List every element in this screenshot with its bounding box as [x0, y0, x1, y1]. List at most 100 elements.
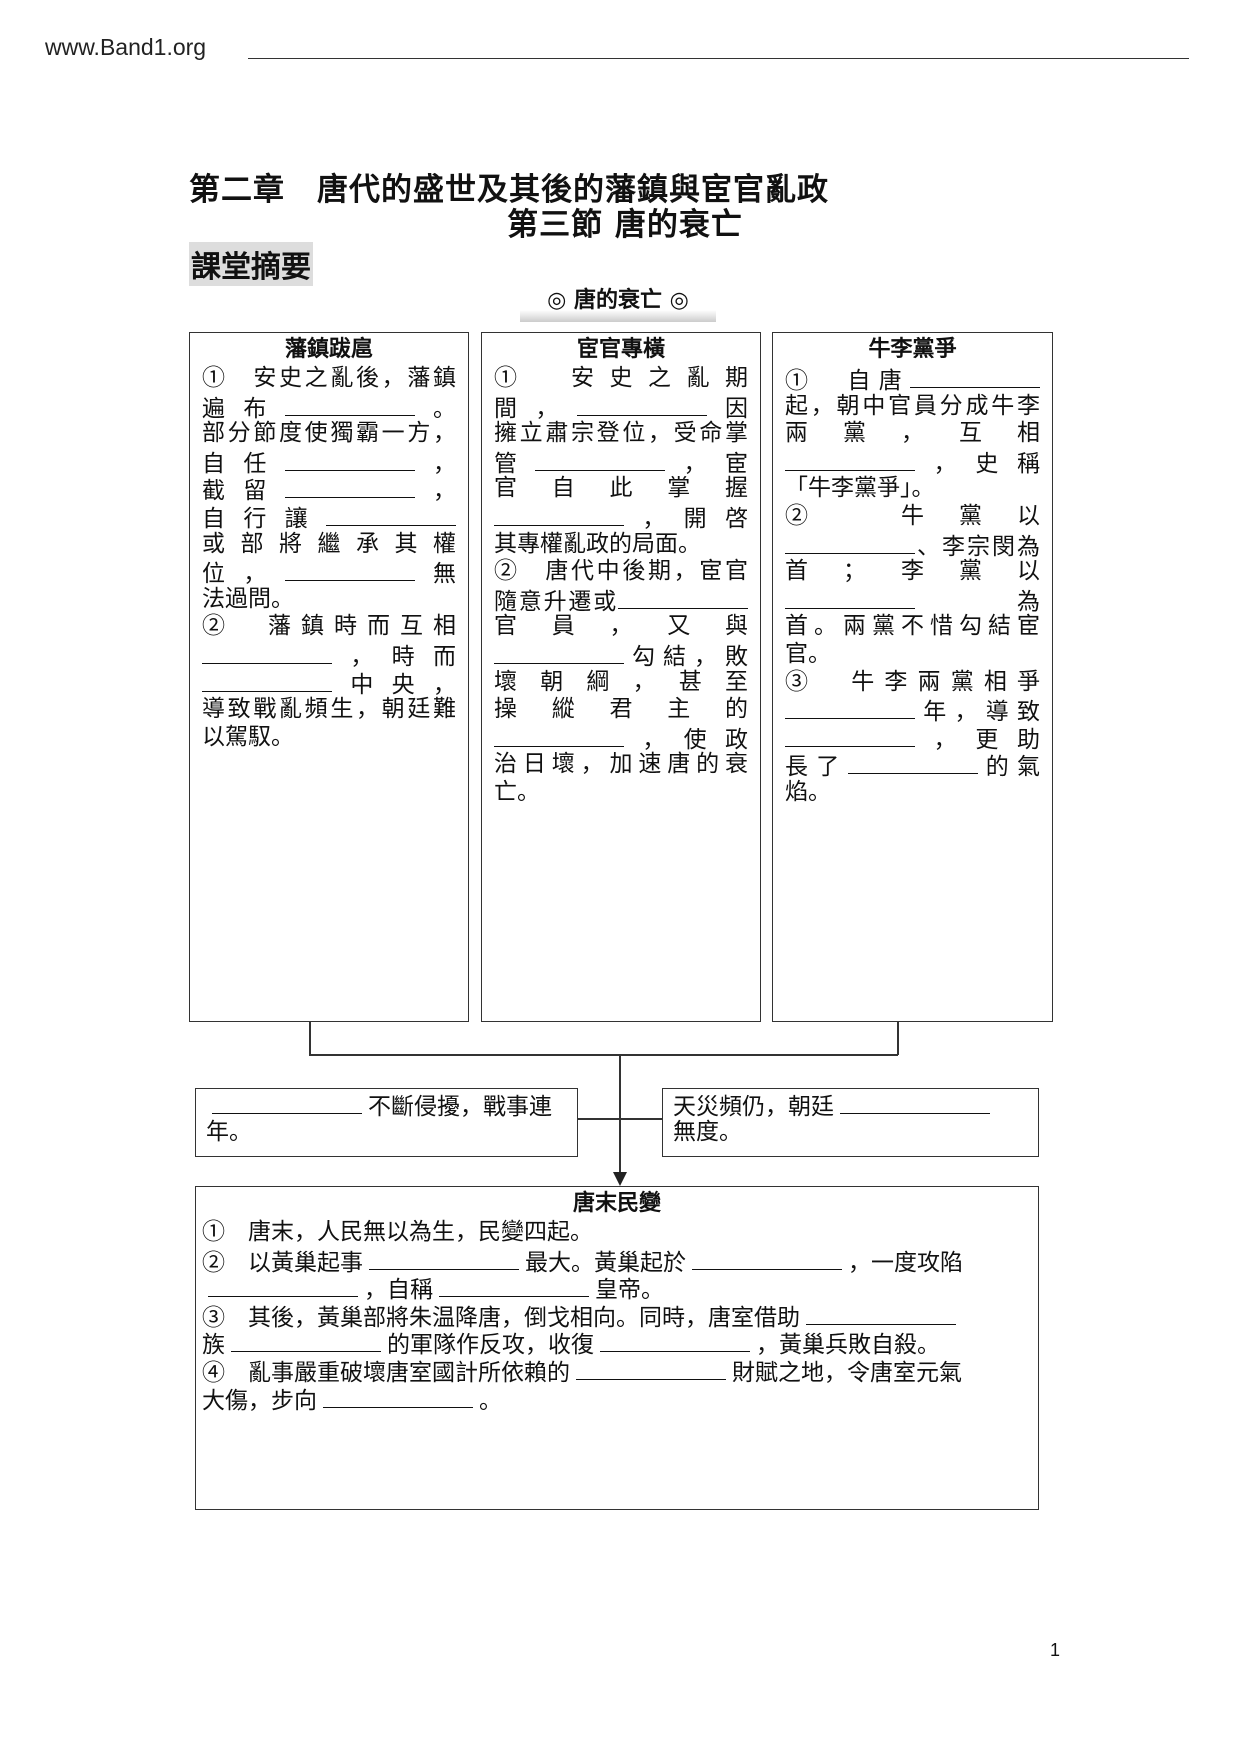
header-rule — [248, 58, 1189, 59]
text-line: ② 唐代中後期，宦官 — [494, 558, 748, 586]
text-segment: 官自此掌握 — [494, 475, 748, 502]
text-segment: 或部將繼承其權 — [202, 530, 456, 557]
box-title: 牛李黨爭 — [868, 337, 957, 362]
text-line: 其專權亂政的局面。 — [494, 531, 748, 559]
text-line: 大傷，步向。 — [202, 1385, 1032, 1414]
fill-in-blank[interactable] — [910, 365, 1040, 388]
text-segment: ② 牛黨以 — [785, 502, 1040, 529]
fill-in-blank[interactable] — [785, 448, 915, 471]
fill-in-blank[interactable] — [323, 1385, 473, 1408]
text-segment: 焰。 — [785, 778, 831, 805]
text-line: 官自此掌握 — [494, 475, 748, 503]
site-url: www.Band1.org — [45, 34, 207, 60]
fill-in-blank[interactable] — [785, 531, 915, 554]
fill-in-blank[interactable] — [618, 586, 748, 609]
fill-in-blank[interactable] — [576, 1357, 726, 1380]
fill-in-blank[interactable] — [439, 1274, 589, 1298]
fill-in-blank[interactable] — [284, 558, 415, 582]
text-segment: 。 — [414, 395, 457, 422]
fill-in-blank[interactable] — [326, 503, 456, 526]
text-segment: ，使政 — [624, 726, 748, 753]
fill-in-blank[interactable] — [284, 393, 415, 416]
fill-in-blank[interactable] — [806, 1302, 956, 1325]
text-line: ③ 牛李兩黨相爭 — [785, 669, 1040, 697]
box-content: 不斷侵擾，戰事連年。 — [206, 1091, 567, 1146]
text-line: 法過問。 — [202, 586, 456, 614]
text-segment: ④ 亂事嚴重破壞唐室國計所依賴的 — [202, 1359, 570, 1386]
fill-in-blank[interactable] — [202, 641, 332, 664]
text-line: ① 自唐 — [785, 365, 1040, 394]
fill-in-blank[interactable] — [535, 448, 666, 471]
fill-in-blank[interactable] — [576, 393, 707, 416]
text-segment: 皇帝。 — [595, 1277, 664, 1304]
fill-in-blank[interactable] — [369, 1247, 519, 1270]
fill-in-blank[interactable] — [600, 1329, 750, 1353]
fill-in-blank[interactable] — [212, 1091, 362, 1114]
box-content: ① 安史之亂期間，因擁立肅宗登位，受命掌管，宦官自此掌握，開啓其專權亂政的局面。… — [494, 365, 748, 807]
fill-in-blank[interactable] — [785, 724, 915, 747]
text-line: 勾結，敗 — [494, 641, 748, 670]
text-line: ，開啓 — [494, 503, 748, 532]
box-content: ① 唐末，人民無以為生，民變四起。② 以黃巢起事最大。黃巢起於，一度攻陷，自稱 皇… — [202, 1219, 1032, 1414]
text-segment: ，一度攻陷 — [848, 1249, 963, 1276]
text-segment: 位， — [202, 561, 285, 588]
text-segment: 以駕馭。 — [202, 723, 294, 750]
fill-in-blank[interactable] — [785, 696, 915, 720]
text-segment: ，開啓 — [624, 505, 748, 532]
text-segment: 為 — [915, 588, 1040, 615]
text-segment: 天災頻仍，朝廷 — [673, 1094, 834, 1120]
connector-line — [309, 1022, 311, 1055]
text-segment: 截留 — [202, 478, 285, 505]
fill-in-blank[interactable] — [494, 503, 624, 526]
text-line: ② 以黃巢起事最大。黃巢起於，一度攻陷 — [202, 1247, 1032, 1276]
text-line: 族的軍隊作反攻，收復，黃巢兵敗自殺。 — [202, 1329, 1032, 1359]
text-segment: ，自稱 — [364, 1277, 433, 1304]
text-segment: 亡。 — [494, 778, 540, 805]
text-line: 以駕馭。 — [202, 724, 456, 752]
text-line: 年。 — [206, 1119, 567, 1147]
text-segment: ， — [414, 478, 457, 505]
fill-in-blank[interactable] — [847, 751, 978, 775]
fill-in-blank[interactable] — [284, 448, 415, 471]
fill-in-blank[interactable] — [231, 1329, 381, 1353]
text-line: 壞朝綱，甚至 — [494, 669, 748, 697]
text-segment: 年。 — [206, 1118, 252, 1145]
text-segment: ，更助 — [915, 726, 1040, 753]
text-line: 遍布。 — [202, 393, 457, 422]
text-segment: 勾結，敗 — [624, 643, 748, 670]
fill-in-blank[interactable] — [692, 1247, 842, 1270]
text-line: 自行讓 — [202, 503, 456, 532]
text-line: 官。 — [785, 641, 1040, 669]
text-line: ② 牛黨以 — [785, 503, 1040, 531]
connector-line — [897, 1022, 899, 1055]
text-segment: 間， — [494, 395, 577, 422]
text-line: 操縱君主的 — [494, 696, 748, 724]
fill-in-blank[interactable] — [494, 724, 624, 747]
text-segment: ① 唐末，人民無以為生，民變四起。 — [202, 1219, 593, 1245]
box-content: ① 安史之亂後，藩鎮遍布。部分節度使獨霸一方，自任，截留，自行讓或部將繼承其權位… — [202, 365, 456, 751]
text-line: 官員，又與 — [494, 613, 748, 641]
text-line: 、李宗閔為 — [785, 531, 1040, 560]
fill-in-blank[interactable] — [202, 669, 332, 692]
text-segment: ，宦 — [665, 450, 749, 477]
text-line: ，使政 — [494, 724, 748, 753]
fill-in-blank[interactable] — [840, 1091, 990, 1114]
fill-in-blank[interactable] — [284, 475, 415, 499]
text-segment: 隨意升遷或 — [494, 588, 618, 615]
text-segment: ，黃巢兵敗自殺。 — [756, 1332, 940, 1359]
box-title: 藩鎮跋扈 — [284, 337, 373, 362]
fill-in-blank[interactable] — [494, 641, 624, 664]
text-segment: ② 藩鎮時而互相 — [202, 613, 456, 640]
fill-in-blank[interactable] — [208, 1274, 358, 1298]
text-line: ② 藩鎮時而互相 — [202, 613, 456, 641]
connector-line — [619, 1054, 621, 1174]
text-line: 天災頻仍，朝廷 — [673, 1091, 1028, 1120]
text-line: 或部將繼承其權 — [202, 531, 456, 559]
text-segment: 無度。 — [673, 1118, 742, 1145]
text-line: 不斷侵擾，戰事連 — [206, 1091, 567, 1120]
fill-in-blank[interactable] — [785, 586, 915, 609]
text-segment: ② 唐代中後期，宦官 — [494, 558, 748, 585]
text-line: 部分節度使獨霸一方， — [202, 420, 456, 448]
box-title: 宦官專橫 — [576, 337, 665, 362]
box-invasions: 不斷侵擾，戰事連年。 — [195, 1088, 578, 1157]
